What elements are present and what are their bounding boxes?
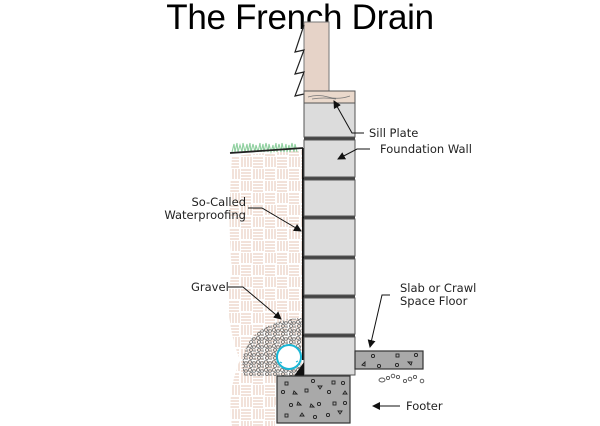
slab-aggregate — [361, 352, 419, 369]
waterproofing-label-line2: Waterproofing — [164, 208, 246, 222]
ground-line — [229, 147, 304, 154]
concrete-block — [303, 336, 356, 376]
footer-concrete — [276, 375, 351, 424]
concrete-block — [303, 139, 356, 178]
sill-plate-leader — [333, 100, 364, 134]
siding-profile — [294, 24, 305, 97]
sub-slab-gravel — [378, 373, 425, 384]
slab-floor — [354, 350, 424, 370]
waterproofing-leader — [248, 207, 302, 232]
gravel-label: Gravel — [191, 280, 229, 294]
footer-label: Footer — [406, 399, 443, 413]
concrete-block — [303, 179, 356, 217]
footer-aggregate — [280, 378, 348, 420]
concrete-block — [303, 258, 356, 296]
foundation-wall — [303, 102, 356, 376]
drain-pipe — [276, 344, 302, 370]
slab-leader — [367, 294, 390, 348]
grass-tufts — [231, 142, 298, 155]
concrete-block — [303, 297, 356, 335]
concrete-block — [303, 218, 356, 257]
foundation-wall-label: Foundation Wall — [380, 142, 472, 156]
waterproofing-label-line1: So-Called — [191, 195, 246, 209]
gravel-leader — [228, 286, 282, 320]
siding — [303, 21, 330, 93]
cove-seal — [294, 362, 304, 376]
diagram-title: The French Drain — [166, 0, 434, 37]
pipe-holes — [279, 360, 299, 364]
slab-label-line1: Slab or Crawl — [400, 281, 477, 295]
slab-label-line2: Space Floor — [400, 294, 468, 308]
sill-plate-label: Sill Plate — [369, 126, 419, 140]
concrete-block — [303, 102, 356, 138]
foundation-wall-leader — [337, 148, 370, 160]
